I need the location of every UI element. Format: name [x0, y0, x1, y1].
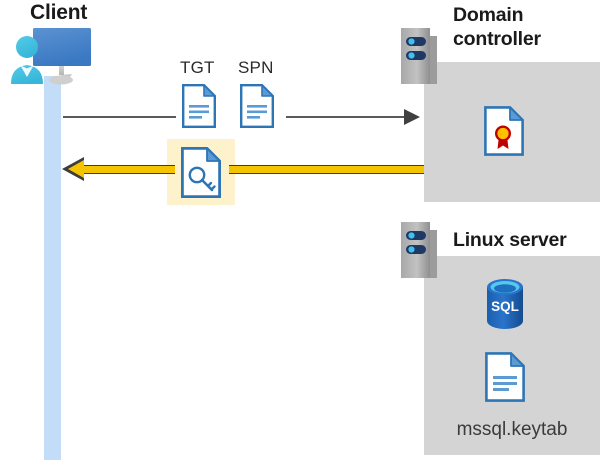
linux-server-rack-icon — [401, 222, 437, 278]
request-line-right-segment — [286, 116, 406, 118]
reply-line-right-segment — [229, 165, 424, 174]
keytab-document-icon — [485, 352, 525, 402]
tgt-document-icon — [182, 84, 216, 128]
spn-document-icon — [240, 84, 274, 128]
certificate-document-icon — [484, 106, 524, 156]
domain-controller-title: Domain controller — [453, 4, 541, 50]
request-line-left-segment — [63, 116, 176, 118]
spn-label: SPN — [238, 58, 274, 77]
service-ticket-key-document-icon — [181, 147, 221, 198]
request-arrowhead — [404, 109, 420, 125]
domain-controller-server-rack-icon — [401, 28, 437, 84]
client-title: Client — [30, 1, 88, 24]
client-lifeline — [44, 76, 61, 460]
reply-line-left-segment — [80, 165, 175, 174]
sql-database-icon: SQL — [484, 278, 526, 330]
keytab-filename-label: mssql.keytab — [456, 419, 568, 440]
tgt-label: TGT — [180, 58, 215, 77]
client-workstation-icon — [6, 24, 102, 88]
linux-server-title: Linux server — [453, 229, 567, 251]
reply-arrowhead-fill — [68, 160, 84, 178]
svg-text:SQL: SQL — [491, 299, 519, 314]
